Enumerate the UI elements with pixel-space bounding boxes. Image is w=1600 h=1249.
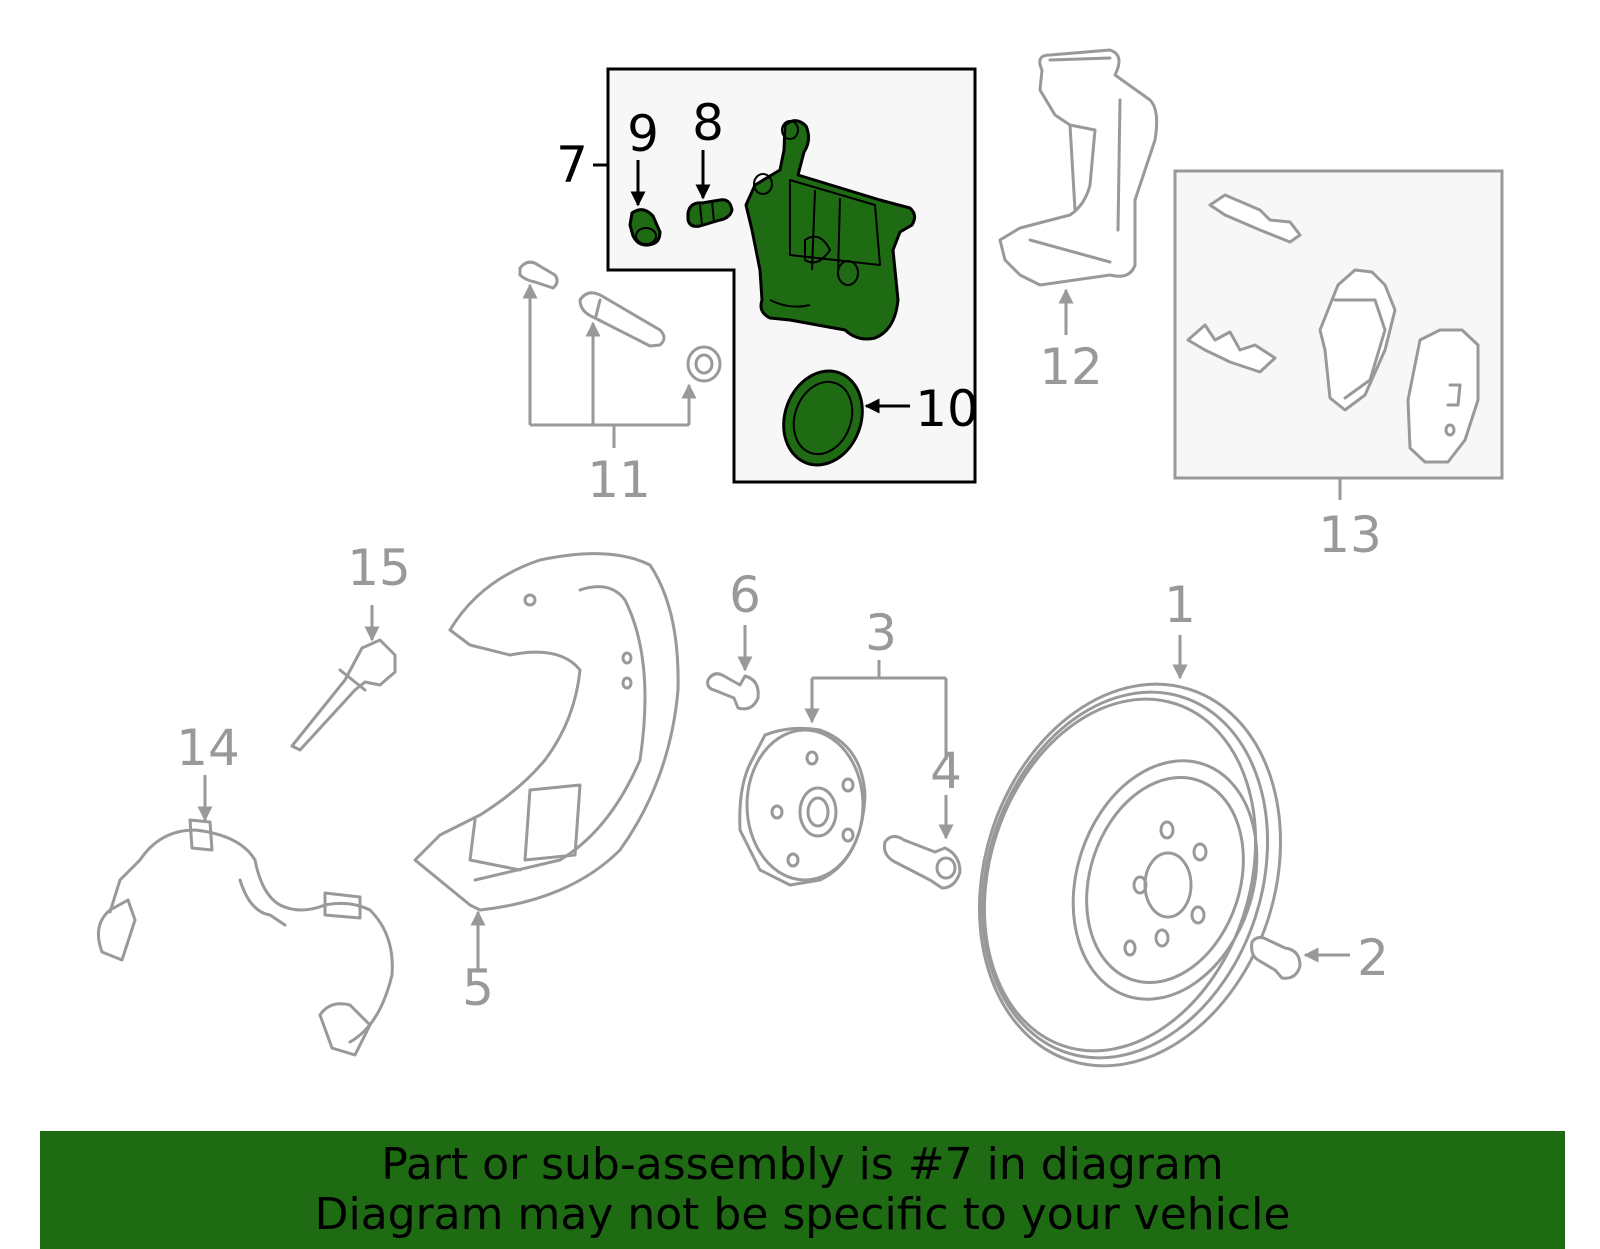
callout-11: 11 bbox=[587, 451, 651, 509]
hub-mounting-bolt[interactable] bbox=[883, 835, 962, 890]
callout-4: 4 bbox=[930, 742, 962, 800]
caliper-dust-boot[interactable] bbox=[771, 360, 875, 476]
brake-pad-clip-lower[interactable] bbox=[1186, 323, 1277, 374]
brake-dust-shield[interactable] bbox=[413, 552, 680, 912]
notice-banner: Part or sub-assembly is #7 in diagram Di… bbox=[40, 1131, 1565, 1249]
callout-3: 3 bbox=[865, 604, 897, 662]
caliper-bolt[interactable] bbox=[518, 260, 559, 290]
wheel-hub[interactable] bbox=[738, 726, 867, 887]
caliper-bracket[interactable] bbox=[998, 48, 1159, 287]
brake-rotor[interactable] bbox=[932, 645, 1328, 1106]
hub-bolt[interactable] bbox=[706, 672, 760, 711]
callout-10: 10 bbox=[915, 380, 979, 438]
wheel-speed-sensor-harness[interactable] bbox=[96, 818, 394, 1057]
callout-12: 12 bbox=[1039, 338, 1103, 396]
callout-13: 13 bbox=[1318, 506, 1382, 564]
banner-line-2: Diagram may not be specific to your vehi… bbox=[314, 1189, 1291, 1240]
callout-1: 1 bbox=[1164, 576, 1196, 634]
brake-pad-inner[interactable] bbox=[1318, 268, 1397, 412]
callout-9: 9 bbox=[627, 105, 659, 163]
wheel-speed-sensor[interactable] bbox=[290, 638, 397, 752]
caliper-guide-pin[interactable] bbox=[578, 291, 666, 348]
callout-7: 7 bbox=[556, 136, 588, 194]
rotor-screw[interactable] bbox=[1250, 935, 1302, 980]
brake-pad-outer[interactable] bbox=[1406, 328, 1480, 464]
banner-line-1: Part or sub-assembly is #7 in diagram bbox=[381, 1139, 1224, 1190]
callout-15: 15 bbox=[347, 539, 411, 597]
brake-caliper[interactable] bbox=[744, 119, 917, 341]
brake-pad-clip-upper[interactable] bbox=[1208, 193, 1302, 244]
callout-14: 14 bbox=[176, 719, 240, 777]
callout-8: 8 bbox=[692, 94, 724, 152]
bleeder-screw[interactable] bbox=[686, 198, 734, 228]
callout-5: 5 bbox=[462, 959, 494, 1017]
bleeder-cap[interactable] bbox=[628, 208, 662, 247]
callout-6: 6 bbox=[729, 566, 761, 624]
callout-2: 2 bbox=[1357, 929, 1389, 987]
caliper-guide-bushing[interactable] bbox=[686, 345, 722, 383]
